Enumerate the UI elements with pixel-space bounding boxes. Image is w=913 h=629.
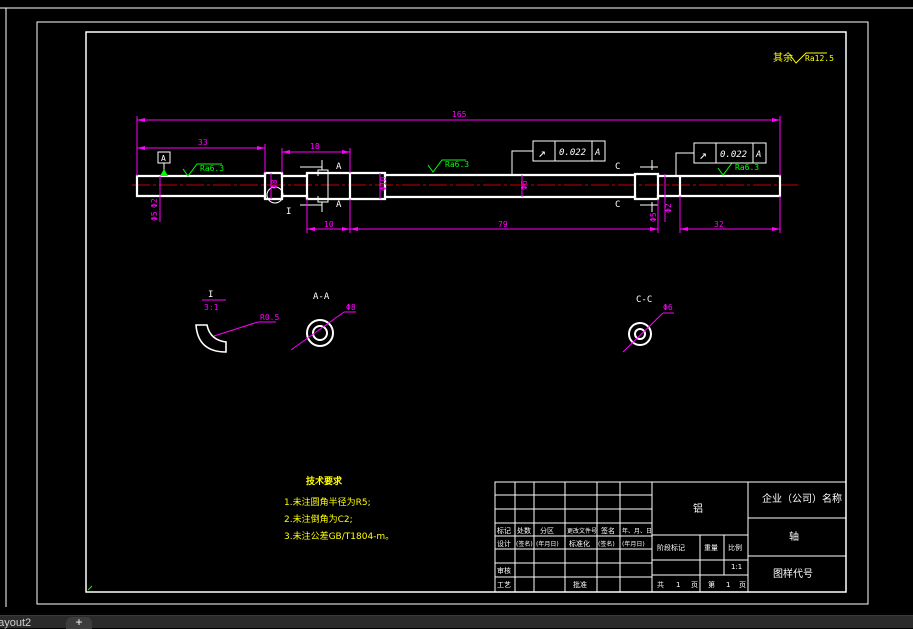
section-arrows [321,160,653,212]
tb-header-1: 处数 [517,526,531,535]
detail-view-scale: 3:1 [204,303,219,312]
surface-finish-prefix: 其余 [773,51,793,64]
dim-dia-right: Φ2 [664,203,673,213]
tb-header-2: 分区 [540,526,554,535]
dim-dia-left2: Φ2 [150,198,159,208]
title-part-name: 轴 [789,530,799,543]
title-company: 企业（公司）名称 [762,492,842,505]
dim-dia-left: Φ5 [150,211,159,221]
tb-header-5: 年、月、日 [622,527,652,535]
tb-header-3: 更改文件号 [567,527,597,535]
tolerance-symbol-1: ↗ [538,146,546,161]
section-mark-c-bottom: C [615,200,620,210]
dim-right-segment: 32 [714,220,724,229]
title-drawing-no: 图样代号 [773,567,813,580]
roughness-label-3: Ra6.3 [735,163,759,172]
dimension-lines [136,116,781,233]
tb-header-0: 标记 [497,526,511,535]
roughness-label-1: Ra6.3 [200,164,224,173]
title-material: 铝 [693,503,703,515]
tb-approve: 批准 [573,580,587,589]
dim-dia-right2: Φ5 [649,212,658,222]
section-cc-dia: Φ6 [663,303,673,312]
surface-finish-symbol [789,52,827,64]
tech-requirements: 技术要求 1.未注圆角半径为R5; 2.未注倒角为C2; 3.未注公差GB/T1… [284,475,394,542]
tb-sheets-2: 页 [691,581,698,589]
tb-sheets-5: 页 [739,581,746,589]
shaft-outline [135,171,782,201]
title-block [494,481,847,593]
dim-dia-mid: Φ10 [379,176,388,191]
tb-sheets-3: 第 [708,580,715,589]
sheet-border [36,21,869,605]
tolerance-value-1: 0.022 [559,148,586,158]
tb-process: 工艺 [497,581,511,589]
section-mark-c-top: C [615,162,620,172]
tb-design-1: (签名) [516,540,533,548]
tb-sheets-1: 1 [676,581,680,589]
section-aa-dia: Φ8 [346,303,356,312]
detail-circle-marker [266,186,284,204]
dim-dia-main: Φ6 [520,180,529,190]
tb-design-0: 设计 [497,539,511,548]
tolerance-frame-2: ↗ 0.022 A [675,142,767,176]
tolerance-datum-2: A [755,150,761,160]
add-layout-button[interactable]: + [66,616,92,629]
tech-req-item-2: 2.未注倒角为C2; [284,513,353,525]
detail-view-radius: R0.5 [260,313,279,322]
drawing-frame [85,31,847,593]
tb-design-5: (年月日) [622,540,645,548]
layout-tab-bar: Layout2 + [0,615,913,629]
section-aa-title: A-A [313,292,330,302]
section-cc-title: C-C [636,295,652,305]
tb-design-4: (签名) [598,540,615,548]
tolerance-datum-1: A [594,148,600,158]
dim-left-segment: 33 [198,138,208,147]
datum-label: A [161,154,166,163]
dim-overall: 165 [452,110,467,119]
tb-scale-label: 比例 [728,543,742,552]
dim-step: 18 [310,142,320,151]
tb-sheets-4: 1 [726,581,730,589]
tb-design-3: 标准化 [569,539,590,548]
dimension-texts: 165 33 18 10 79 32 Φ5 Φ2 Φ8 Φ10 Φ6 Φ2 Φ5 [150,110,724,229]
surface-finish-value: Ra12.5 [805,54,834,63]
section-aa: A-A Φ8 [290,292,356,351]
detail-view: I 3:1 R0.5 [195,290,279,353]
detail-mark-label: I [286,207,291,217]
tech-req-item-1: 1.未注圆角半径为R5; [284,496,371,508]
tb-design-2: (年月日) [536,540,559,548]
groove-details [266,166,658,206]
tolerance-value-2: 0.022 [720,150,747,160]
dim-dia-groove: Φ8 [270,179,279,189]
datum-triangle [160,169,168,176]
tb-stage-label: 阶段标记 [657,543,685,552]
dim-middle: 79 [498,220,508,229]
title-block-text: 铝 企业（公司）名称 轴 图样代号 标记 处数 分区 更改文件号 签名 年、月、… [497,492,842,589]
section-cc: C-C Φ6 [622,295,674,353]
tech-req-title: 技术要求 [306,475,343,487]
dim-groove-width: 10 [324,220,334,229]
dimension-arrows [137,118,780,231]
tab-layout2[interactable]: Layout2 [0,617,32,629]
ucs-icon [87,585,93,591]
tb-review: 审核 [497,566,511,575]
roughness-label-2: Ra6.3 [445,160,469,169]
detail-view-label: I [208,290,213,300]
tolerance-symbol-2: ↗ [699,148,707,163]
tech-req-item-3: 3.未注公差GB/T1804-m。 [284,530,394,542]
tb-header-4: 签名 [601,526,615,535]
tb-scale-value: 1:1 [731,563,742,571]
tb-sheets-0: 共 [657,580,664,589]
section-mark-a-top: A [336,162,342,172]
section-mark-a-bottom: A [336,200,342,210]
tb-weight-label: 重量 [704,544,718,552]
tolerance-frame-1: ↗ 0.022 A [511,140,606,174]
